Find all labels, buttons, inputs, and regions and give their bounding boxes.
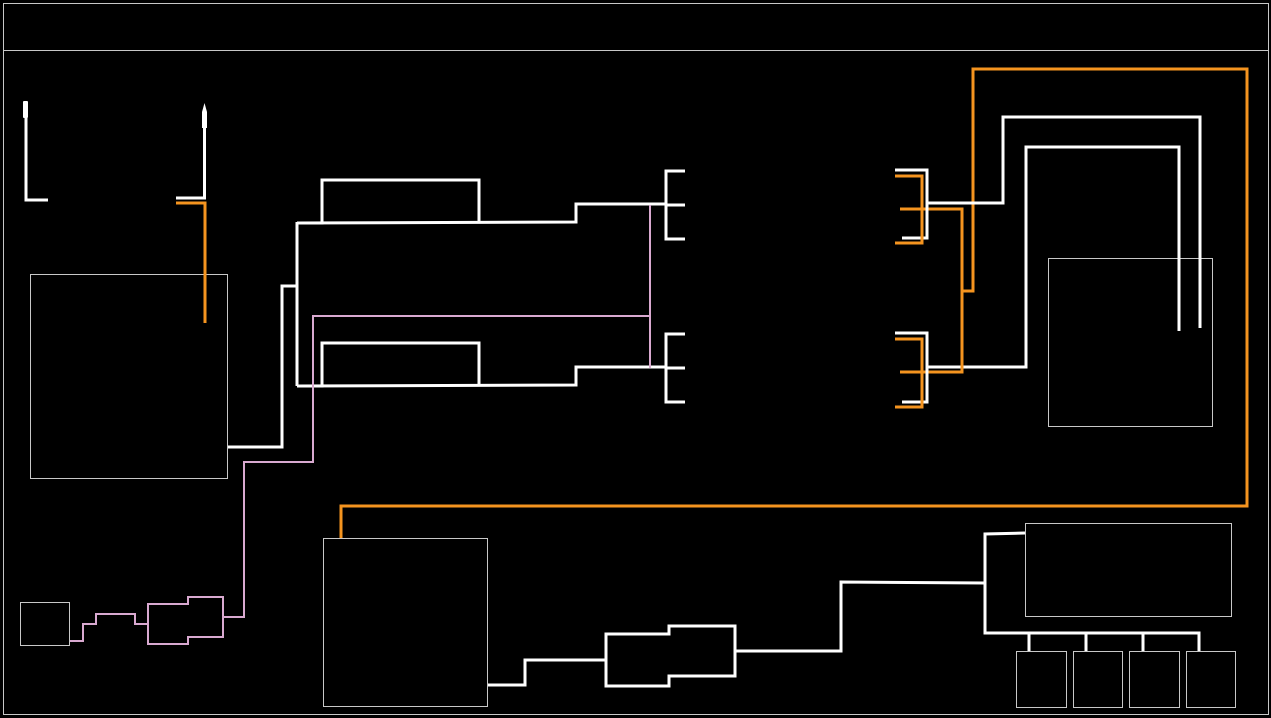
left-box-output xyxy=(228,284,297,449)
small-module-box xyxy=(20,602,70,646)
antenna-right-icon xyxy=(202,103,207,128)
left-equipment-box xyxy=(30,274,228,479)
bottom-center-box xyxy=(323,538,488,707)
wire-group xyxy=(24,67,1249,688)
fork-connector-upper xyxy=(664,169,685,241)
left-data-route xyxy=(223,315,650,618)
lower-branch-to-fork xyxy=(296,365,666,388)
right-equipment-box xyxy=(1048,258,1213,427)
bracket-connector-upper xyxy=(895,168,929,245)
small-box-data-route xyxy=(70,596,224,645)
antenna-power-feed xyxy=(176,201,207,323)
antenna-left-cable xyxy=(24,118,48,202)
fork-connector-lower xyxy=(664,332,685,404)
bottom-signal-route xyxy=(488,580,986,688)
bottom-right-panel xyxy=(1025,523,1232,617)
upper-loop xyxy=(297,178,481,225)
upper-branch-to-fork xyxy=(296,202,666,225)
lower-loop xyxy=(297,341,481,388)
diagram-frame xyxy=(3,3,1269,715)
antenna-left-icon xyxy=(23,101,28,118)
right-inner-cable xyxy=(928,145,1181,369)
antenna-right-cable xyxy=(176,128,206,200)
right-outer-cable xyxy=(928,115,1202,328)
bottom-right-bus xyxy=(983,531,1201,651)
right-power-loop xyxy=(339,67,1249,538)
right-connector-power xyxy=(900,207,964,374)
terminal-box-4 xyxy=(1186,651,1236,708)
terminal-box-3 xyxy=(1129,651,1180,708)
terminal-box-1 xyxy=(1016,651,1067,708)
terminal-box-2 xyxy=(1073,651,1123,708)
bracket-connector-lower xyxy=(895,331,929,409)
